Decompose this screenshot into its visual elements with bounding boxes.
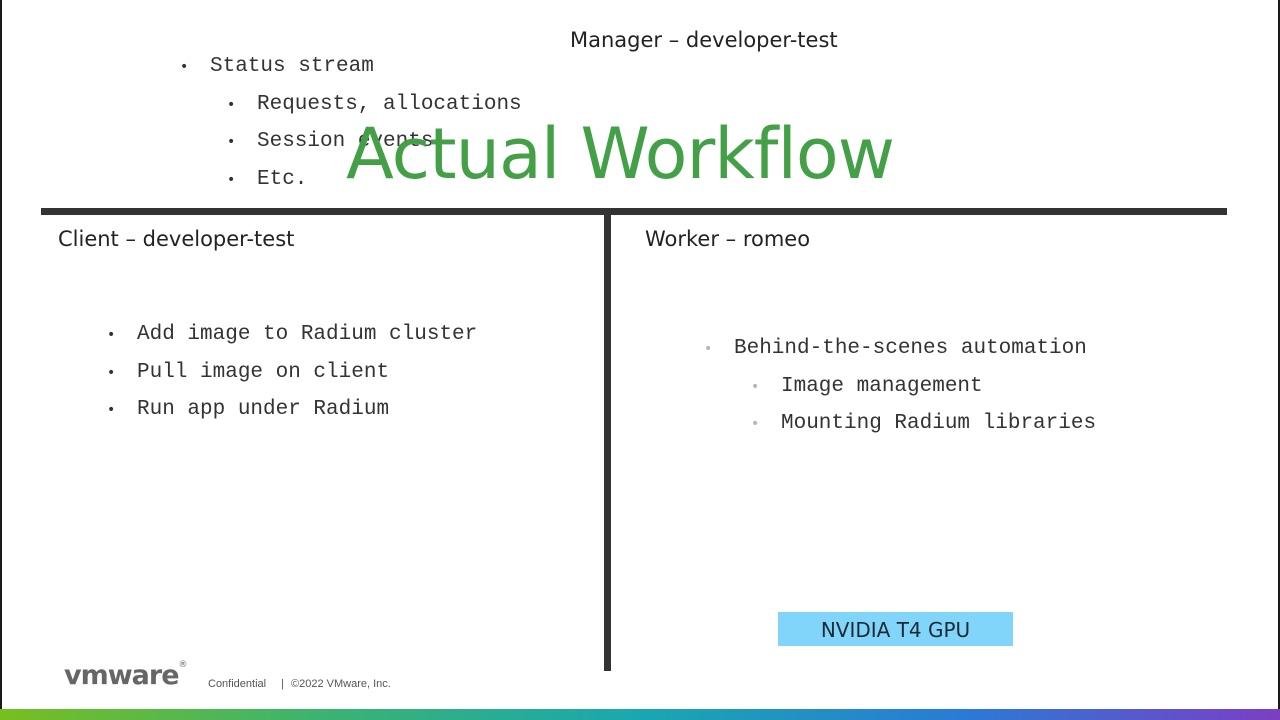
bullet-icon: • [751, 378, 760, 395]
list-item: • Add image to Radium cluster [107, 322, 478, 360]
manager-title: Manager – developer-test [570, 28, 838, 52]
bullet-icon: • [704, 341, 713, 357]
footer-separator: | [281, 678, 284, 690]
bullet-text: Run app under Radium [137, 398, 390, 421]
bullet-text: Add image to Radium cluster [137, 323, 478, 346]
client-title: Client – developer-test [58, 227, 295, 251]
registered-mark: ® [178, 660, 188, 670]
footer-confidential: Confidential [208, 678, 267, 690]
manager-bullet-list: • Status stream • Requests, allocations • S… [180, 54, 522, 205]
bullet-text: Status stream [210, 55, 374, 78]
bullet-text: Requests, allocations [257, 92, 522, 116]
list-item: • Run app under Radium [107, 397, 477, 435]
worker-bullet-list: • Behind-the-scenes automation • Image man… [704, 336, 1096, 449]
bullet-icon: • [227, 171, 236, 188]
footer-color-bar [0, 709, 1280, 720]
list-item: • Requests, allocations [210, 92, 522, 130]
slide-frame-right [1278, 0, 1280, 720]
worker-title: Worker – romeo [645, 227, 811, 251]
footer-copyright: ©2022 VMware, Inc. [291, 678, 391, 690]
list-item: • Image management [734, 374, 1096, 412]
slide-frame-left [0, 0, 2, 720]
logo-text: vmware [64, 660, 180, 691]
bullet-text: Behind-the-scenes automation [734, 337, 1087, 360]
bullet-text: Etc. [257, 167, 308, 191]
bullet-text: Image management [781, 374, 983, 398]
slide-title: Actual Workflow [346, 113, 895, 195]
bullet-icon: • [751, 416, 760, 432]
vertical-divider [604, 215, 611, 671]
bullet-text: Mounting Radium libraries [781, 412, 1097, 435]
client-bullet-list: • Add image to Radium cluster • Pull image… [107, 322, 478, 435]
bullet-icon: • [107, 402, 116, 418]
horizontal-divider [41, 208, 1227, 215]
bullet-icon: • [107, 364, 116, 381]
bullet-icon: • [227, 134, 236, 150]
list-item: • Session events [210, 129, 522, 167]
list-item: • Mounting Radium libraries [734, 411, 1096, 449]
bullet-icon: • [227, 96, 236, 113]
bullet-icon: • [180, 59, 189, 75]
gpu-label-box: NVIDIA T4 GPU [778, 612, 1013, 646]
bullet-text: Pull image on client [137, 360, 390, 384]
list-item: • Status stream [180, 54, 522, 92]
list-item: • Pull image on client [107, 360, 477, 398]
list-item: • Behind-the-scenes automation [704, 336, 1096, 374]
list-item: • Etc. [210, 167, 522, 205]
bullet-text: Session events [257, 130, 434, 153]
bullet-icon: • [107, 327, 116, 343]
vmware-logo: vmware® [64, 660, 188, 691]
